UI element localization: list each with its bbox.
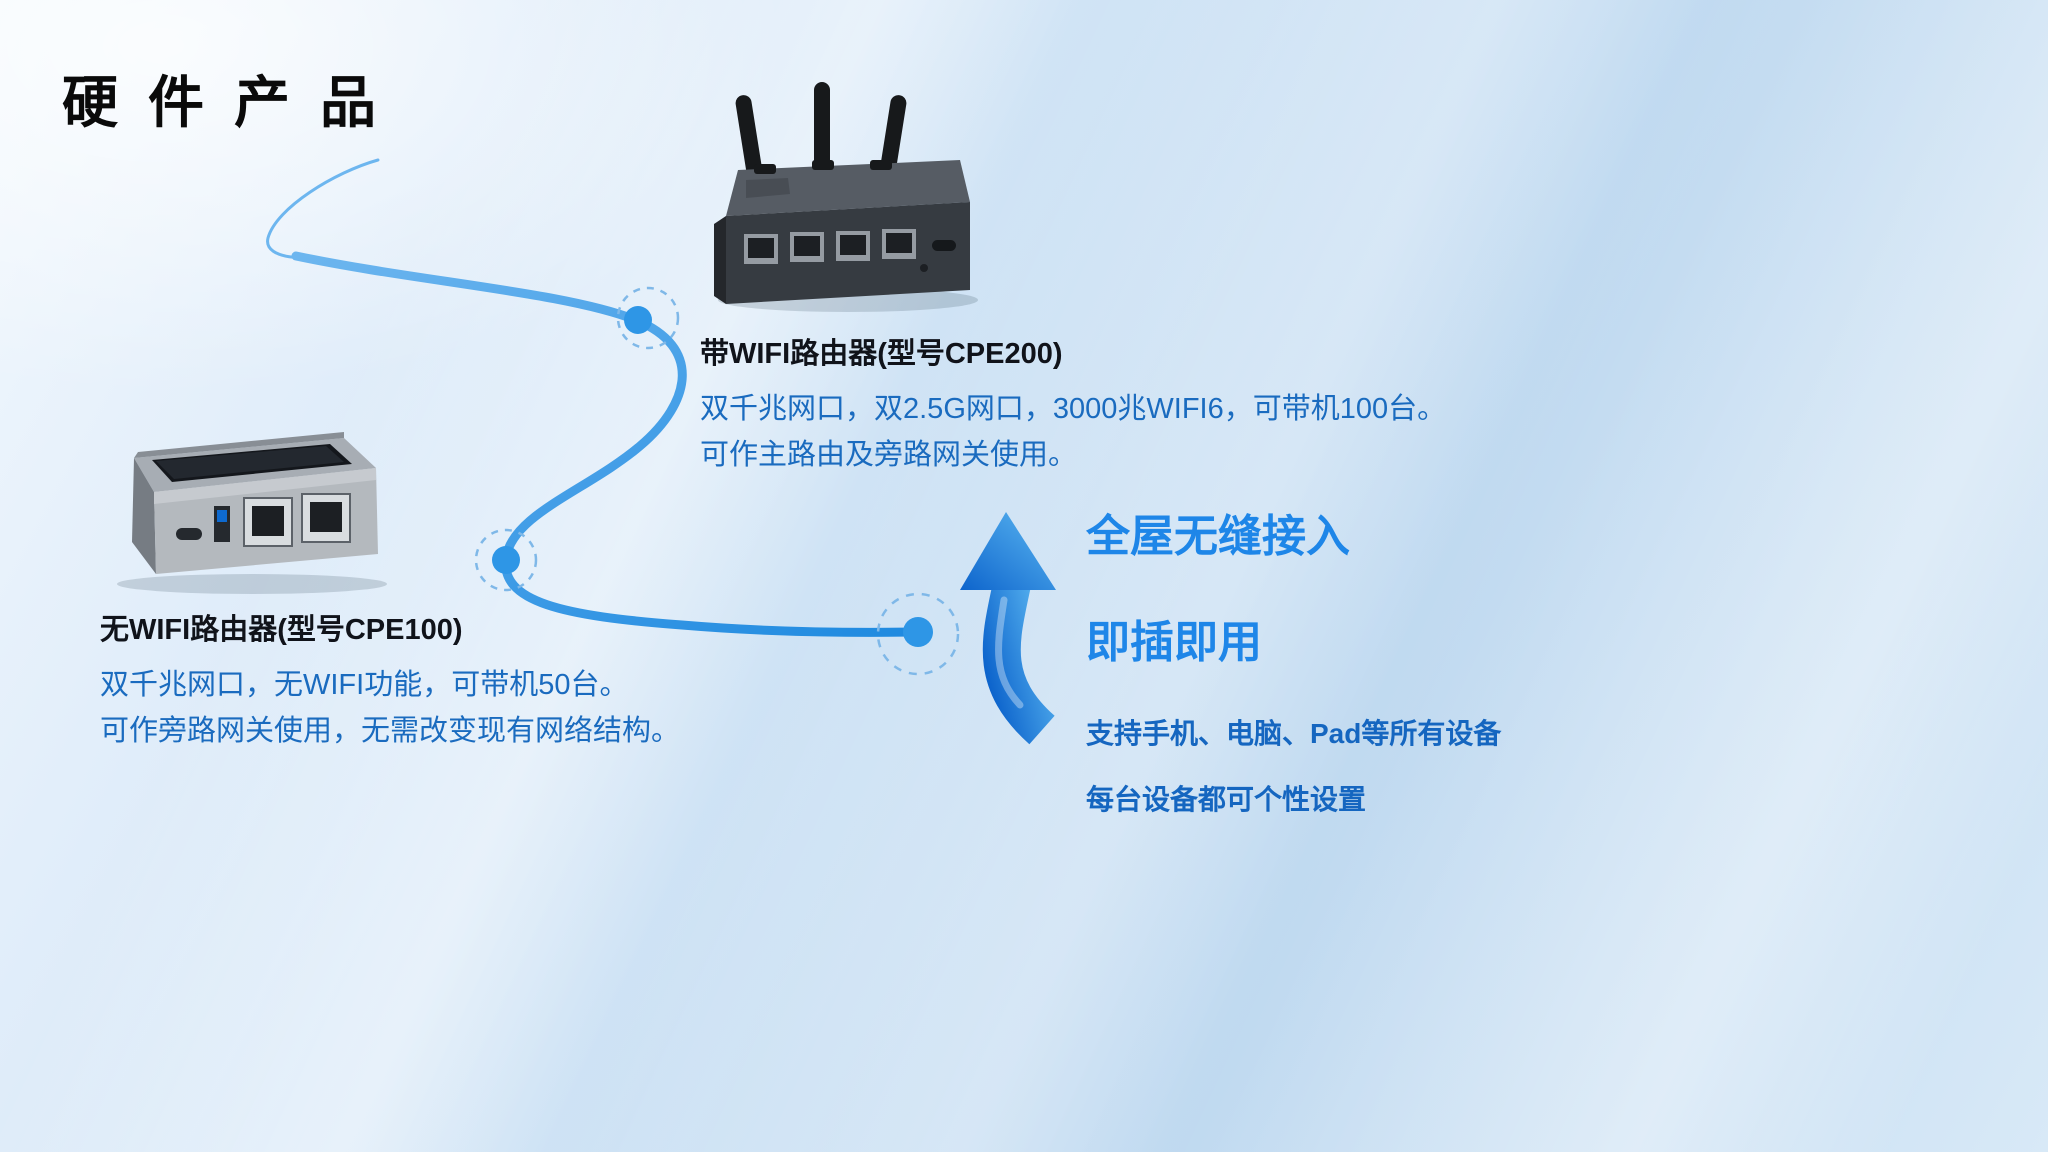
up-arrow-icon — [960, 512, 1056, 745]
cpe100-usbc-port — [176, 528, 202, 540]
cpe100-desc-line1: 双千兆网口，无WIFI功能，可带机50台。 — [100, 669, 629, 701]
connection-node-dot — [903, 617, 933, 647]
cpe100-ethernet-ports — [243, 493, 351, 547]
cpe100-product-image — [117, 432, 387, 594]
cpe200-product-image — [714, 82, 978, 312]
cpe200-ethernet-ports — [744, 229, 916, 264]
features-info: 全屋无缝接入 即插即用 支持手机、电脑、Pad等所有设备 每台设备都可个性设置 — [1086, 500, 1501, 844]
cpe200-desc-line2: 可作主路由及旁路网关使用。 — [700, 439, 1078, 471]
cpe200-info: 带WIFI路由器(型号CPE200) 双千兆网口，双2.5G网口，3000兆WI… — [700, 330, 1446, 478]
connection-node-ring — [876, 592, 960, 676]
feature-detail-2: 每台设备都可个性设置 — [1086, 784, 1367, 815]
cpe100-desc-line2: 可作旁路网关使用，无需改变现有网络结构。 — [100, 715, 681, 747]
connection-node-dot — [492, 546, 520, 574]
cpe200-desc-line1: 双千兆网口，双2.5G网口，3000兆WIFI6，可带机100台。 — [700, 393, 1447, 425]
page-title: 硬件产品 — [62, 71, 406, 134]
connection-path — [291, 251, 921, 637]
feature-detail-1: 支持手机、电脑、Pad等所有设备 — [1086, 718, 1502, 749]
feature-headline-2: 即插即用 — [1086, 618, 1262, 667]
cpe200-name: 带WIFI路由器(型号CPE200) — [700, 338, 1063, 370]
cpe200-usbc-port — [932, 240, 956, 251]
cpe100-info: 无WIFI路由器(型号CPE100) 双千兆网口，无WIFI功能，可带机50台。… — [100, 606, 680, 754]
cpe100-name: 无WIFI路由器(型号CPE100) — [100, 614, 463, 646]
feature-headline-1: 全屋无缝接入 — [1086, 512, 1350, 561]
connection-node-dot — [624, 306, 652, 334]
connection-node-ring — [474, 528, 538, 592]
connection-node-ring — [616, 286, 680, 350]
connection-path-lead — [266, 158, 380, 260]
